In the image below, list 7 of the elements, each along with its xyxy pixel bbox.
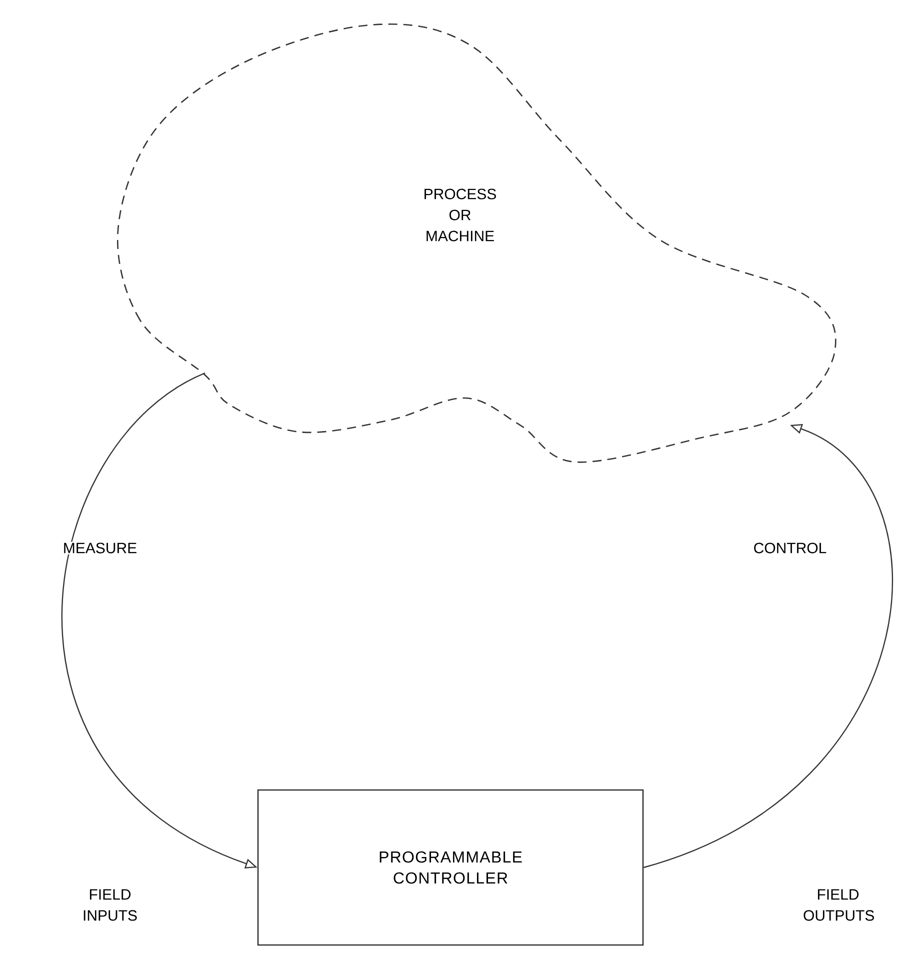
process-cloud: PROCESS OR MACHINE: [116, 24, 836, 463]
field-label: FIELD OUTPUTS: [804, 889, 874, 921]
field-label: FIELD INPUTS: [84, 889, 137, 921]
edge-label: MEASURE: [62, 542, 138, 554]
arrow: [643, 424, 893, 868]
edge-label: CONTROL: [752, 542, 828, 554]
controller-box: PROGRAMMABLE CONTROLLER: [257, 789, 644, 946]
